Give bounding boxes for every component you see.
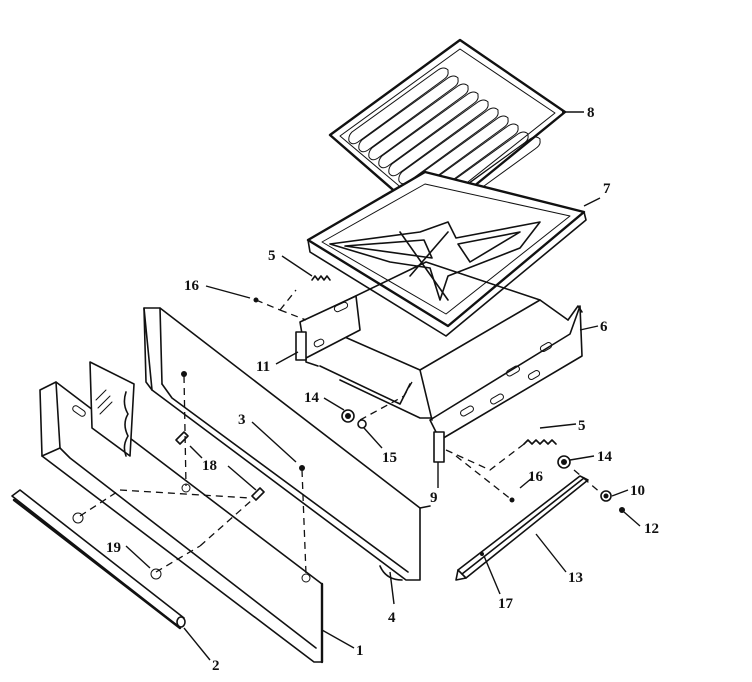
callout-16-lower: 16	[528, 469, 544, 485]
callout-15: 15	[382, 450, 397, 466]
hardware	[175, 297, 625, 513]
callout-14-left: 14	[304, 390, 320, 406]
broiler-pan	[306, 170, 587, 337]
callout-9: 8	[587, 105, 595, 121]
callout-18: 18	[202, 458, 217, 474]
callout-12: 10	[630, 483, 645, 499]
spring-lower	[523, 439, 557, 445]
callout-1: 1	[356, 643, 364, 659]
door-handle	[11, 489, 186, 630]
callout-labels: 8 7 6 5 16 11 14 15 9 5 14 10 12 16 13 1…	[106, 105, 659, 674]
callout-14-right: 14	[597, 449, 613, 465]
callout-10: 9	[430, 490, 438, 506]
broiler-drawer-body	[295, 261, 583, 463]
callout-13: 12	[644, 521, 659, 537]
callout-6: 13	[568, 570, 583, 586]
callout-17: 17	[498, 596, 514, 612]
callout-19: 19	[106, 540, 121, 556]
broiler-grid	[328, 38, 567, 224]
glass-panel	[89, 361, 135, 457]
assembly-lines	[79, 289, 603, 575]
callout-5-upper: 5	[268, 248, 276, 264]
callout-5-lower: 5	[578, 418, 586, 434]
callout-8: 7	[603, 181, 611, 197]
callout-7: 6	[600, 319, 608, 335]
callout-2: 2	[212, 658, 220, 674]
callout-3: 3	[238, 412, 246, 428]
callout-4: 4	[388, 610, 396, 626]
callout-16-upper: 16	[184, 278, 200, 294]
drawer-back-panel	[143, 307, 431, 581]
slide-rail	[455, 475, 589, 581]
leader-lines	[125, 111, 641, 661]
spring-upper	[311, 275, 331, 281]
callout-11: 11	[256, 359, 270, 375]
